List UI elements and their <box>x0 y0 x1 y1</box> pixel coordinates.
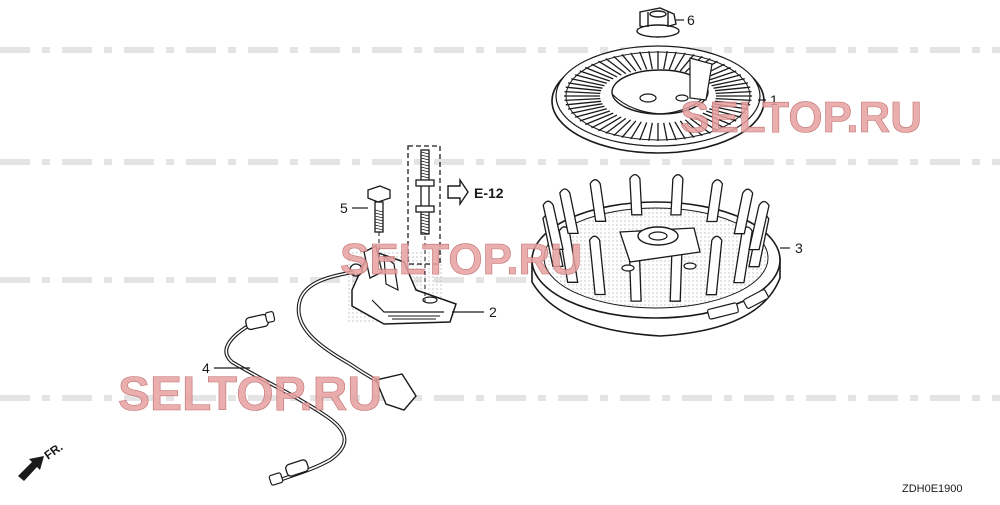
watermark: SELTOP.RU <box>680 93 922 142</box>
callout-6: 6 <box>687 12 695 28</box>
starter-pulley <box>551 45 765 154</box>
reference-arrow <box>447 177 469 207</box>
front-arrow-icon <box>18 456 44 481</box>
flange-nut <box>636 7 680 38</box>
callout-4: 4 <box>202 360 210 376</box>
front-label: FR. <box>42 440 66 463</box>
stop-switch-wire <box>224 270 417 486</box>
callout-3: 3 <box>795 240 803 256</box>
diagram-code: ZDH0E1900 <box>902 483 963 495</box>
callout-5: 5 <box>340 200 348 216</box>
callout-1: 1 <box>770 92 778 108</box>
background-watermark-lines <box>0 47 1000 401</box>
mounting-stud <box>407 145 441 302</box>
bolt <box>367 185 391 262</box>
flywheel <box>531 173 781 337</box>
leader-lines <box>214 19 790 369</box>
callout-2: 2 <box>489 304 497 320</box>
reference-label: E-12 <box>474 185 504 201</box>
watermark: SELTOP.RU <box>118 368 382 421</box>
watermark: SELTOP.RU <box>340 235 582 284</box>
